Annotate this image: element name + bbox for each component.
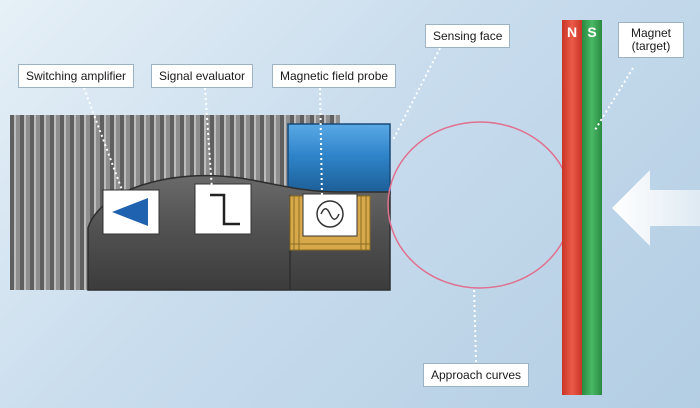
amplifier-box	[102, 189, 160, 235]
south-pole-bar	[582, 20, 602, 395]
approach-curve	[387, 121, 573, 289]
sensing-face-cap	[287, 123, 391, 195]
step-pulse-icon	[210, 193, 240, 226]
leader-approach-curves	[473, 287, 477, 363]
triangle-icon	[112, 198, 148, 226]
sensing-face-label: Sensing face	[425, 24, 511, 48]
magnet-target-label: Magnet (target)	[618, 22, 684, 58]
sine-wave-icon	[320, 208, 340, 220]
leader-magnetic-field-probe	[319, 87, 323, 199]
evaluator-box	[194, 183, 252, 235]
leader-lines	[83, 47, 634, 363]
leader-magnet	[594, 67, 634, 131]
left-arrow-icon	[612, 170, 700, 246]
north-pole-label: N	[567, 24, 577, 40]
north-pole-bar	[562, 20, 582, 395]
magnet-target: N S	[562, 20, 602, 395]
magnetic-field-probe-label: Magnetic field probe	[272, 64, 397, 88]
south-pole-label: S	[587, 24, 596, 40]
probe-assembly	[289, 193, 371, 251]
leader-signal-evaluator	[204, 87, 213, 191]
probe-circle	[316, 200, 344, 228]
coil-windings	[290, 196, 370, 250]
signal-evaluator-label: Signal evaluator	[151, 64, 254, 88]
approach-curves-label: Approach curves	[423, 363, 530, 387]
sensor-housing	[10, 115, 391, 291]
switching-amplifier-label: Switching amplifier	[18, 64, 135, 88]
leader-sensing-face	[392, 47, 441, 141]
